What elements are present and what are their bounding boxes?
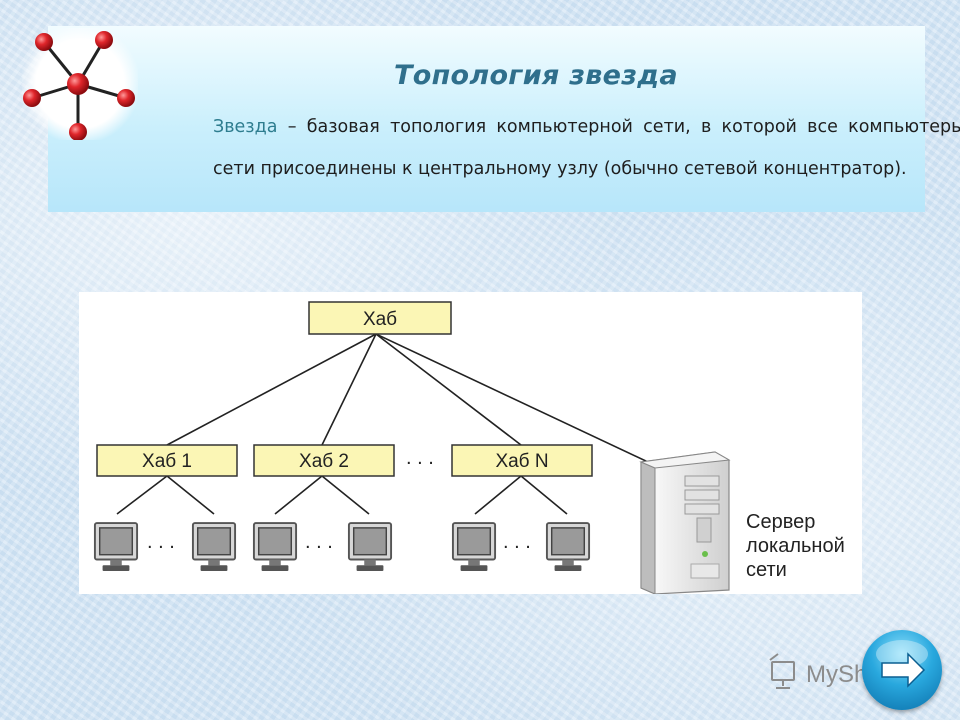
top-hub-label: Хаб <box>363 309 397 330</box>
hub-n-label: Хаб N <box>495 451 548 472</box>
hubs-ellipsis: . . . <box>406 447 434 469</box>
header-panel: Топология звезда Звезда – базовая тополо… <box>48 26 960 212</box>
svg-text:Сервер: Сервер <box>746 511 815 533</box>
top-hub: Хаб <box>308 301 452 335</box>
hub-2-label: Хаб 2 <box>299 451 349 472</box>
monitor-icon <box>191 522 237 572</box>
monitor-icon <box>347 522 393 572</box>
svg-text:локальной: локальной <box>746 535 845 557</box>
slide-title: Топология звезда <box>394 60 678 91</box>
server-label: Сервер локальной сети <box>746 511 845 581</box>
monitor-icon <box>93 522 139 572</box>
star-topology-diagram: Хаб Хаб 1 Хаб 2 Хаб N . . . . . . . . . … <box>79 292 862 594</box>
svg-text:сети: сети <box>746 559 787 581</box>
monitor-icon <box>252 522 298 572</box>
arrow-right-icon <box>876 640 928 688</box>
hub-2: Хаб 2 <box>253 444 395 477</box>
computers-ellipsis-3: . . . <box>503 531 531 553</box>
star-topology-icon <box>22 28 138 141</box>
server-tower-icon <box>639 451 731 594</box>
monitor-icon <box>451 522 497 572</box>
next-slide-button[interactable] <box>862 630 942 710</box>
monitor-icon <box>545 522 591 572</box>
computers-ellipsis-1: . . . <box>147 531 175 553</box>
hub-n: Хаб N <box>451 444 593 477</box>
definition-term: Звезда <box>213 117 278 137</box>
definition-text: Звезда – базовая топология компьютерной … <box>213 106 960 190</box>
computers-ellipsis-2: . . . <box>305 531 333 553</box>
definition-body: – базовая топология компьютерной сети, в… <box>213 117 960 179</box>
hub-1-label: Хаб 1 <box>142 451 192 472</box>
hub-1: Хаб 1 <box>96 444 238 477</box>
